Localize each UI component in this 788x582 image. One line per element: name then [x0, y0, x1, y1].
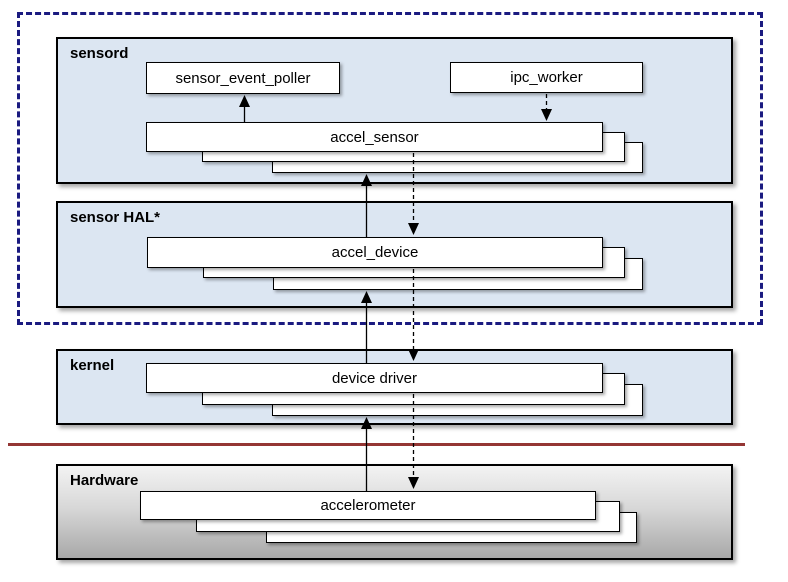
section-hardware-label: Hardware	[70, 472, 139, 489]
node-accel-device-label: accel_device	[331, 244, 419, 261]
node-accel-sensor: accel_sensor	[146, 122, 603, 152]
node-sensor-event-poller: sensor_event_poller	[146, 62, 340, 94]
node-device-driver: device driver	[146, 363, 603, 393]
node-ipc-worker: ipc_worker	[450, 62, 643, 93]
node-sensor-event-poller-label: sensor_event_poller	[175, 69, 311, 87]
section-sensor-hal-label: sensor HAL*	[70, 209, 161, 226]
section-sensord-label: sensord	[70, 45, 129, 62]
node-ipc-worker-label: ipc_worker	[510, 69, 583, 86]
hardware-boundary-line	[8, 443, 745, 446]
node-accelerometer: accelerometer	[140, 491, 596, 520]
section-kernel-label: kernel	[70, 357, 115, 374]
userspace-dashed-boundary	[17, 12, 763, 325]
node-accelerometer-label: accelerometer	[320, 497, 416, 514]
node-device-driver-label: device driver	[331, 369, 418, 387]
node-accel-sensor-label: accel_sensor	[330, 128, 419, 146]
node-accel-device: accel_device	[147, 237, 603, 268]
